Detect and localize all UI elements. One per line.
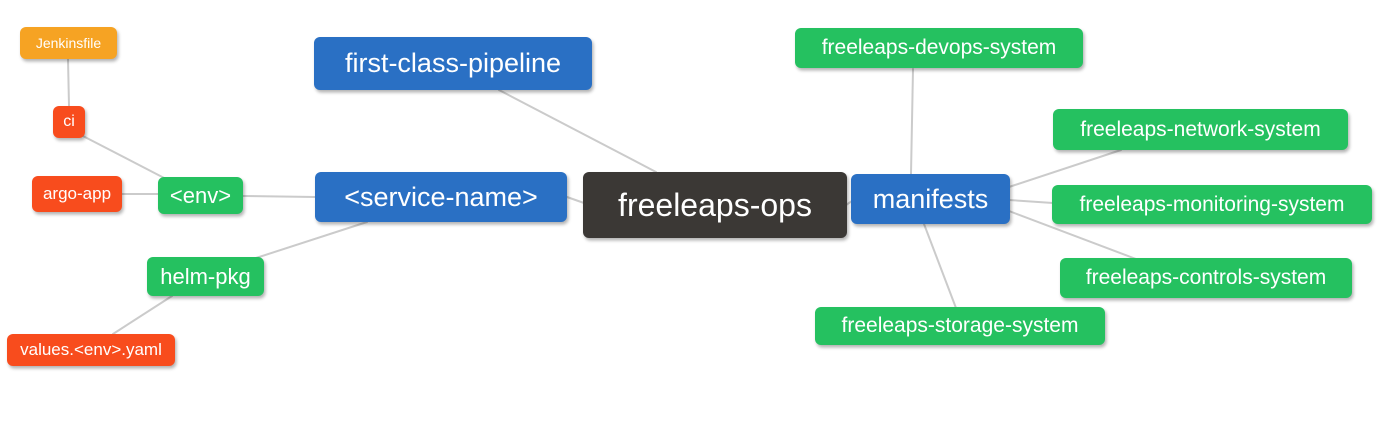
node-ci[interactable]: ci <box>53 106 85 138</box>
edge-manifests-monitoring-system <box>1008 199 1054 204</box>
node-freeleaps-ops[interactable]: freeleaps-ops <box>583 172 847 238</box>
node-freeleaps-devops-system[interactable]: freeleaps-devops-system <box>795 28 1083 68</box>
node-freeleaps-network-system[interactable]: freeleaps-network-system <box>1053 109 1348 150</box>
edge-jenkinsfile-ci <box>67 58 70 107</box>
node-freeleaps-monitoring-system[interactable]: freeleaps-monitoring-system <box>1052 185 1372 224</box>
node-service-name[interactable]: <service-name> <box>315 172 567 222</box>
node-label: freeleaps-devops-system <box>821 36 1057 59</box>
node-label: manifests <box>872 183 989 214</box>
node-label: helm-pkg <box>160 263 251 289</box>
node-argo-app[interactable]: argo-app <box>32 176 122 212</box>
edge-service-name-ops <box>566 196 585 204</box>
node-env[interactable]: <env> <box>158 177 243 214</box>
node-label: ci <box>63 113 75 130</box>
edge-manifests-network-system <box>1008 149 1122 188</box>
edge-manifests-devops-system <box>910 68 914 175</box>
node-label: argo-app <box>42 184 112 203</box>
node-freeleaps-controls-system[interactable]: freeleaps-controls-system <box>1060 258 1352 298</box>
node-label: freeleaps-network-system <box>1080 117 1321 141</box>
edge-first-class-pipeline-ops <box>498 89 657 173</box>
node-values-env-yaml[interactable]: values.<env>.yaml <box>7 334 175 366</box>
edge-helm-pkg-service-name <box>255 221 368 259</box>
node-helm-pkg[interactable]: helm-pkg <box>147 257 264 296</box>
edge-ci-env <box>80 134 169 181</box>
node-label: first-class-pipeline <box>344 48 562 78</box>
node-label: freeleaps-monitoring-system <box>1079 192 1345 216</box>
edge-env-service-name <box>242 195 316 198</box>
node-manifests[interactable]: manifests <box>851 174 1010 224</box>
node-label: freeleaps-storage-system <box>841 314 1079 337</box>
node-label: values.<env>.yaml <box>20 340 162 359</box>
node-label: <service-name> <box>344 181 538 212</box>
edge-values-env-yaml-helm-pkg <box>112 295 173 335</box>
node-label: Jenkinsfile <box>35 35 102 51</box>
node-label: freeleaps-controls-system <box>1085 266 1327 289</box>
node-label: <env> <box>169 182 232 208</box>
node-freeleaps-storage-system[interactable]: freeleaps-storage-system <box>815 307 1105 345</box>
node-label: freeleaps-ops <box>618 186 812 223</box>
edge-manifests-controls-system <box>1008 210 1137 260</box>
node-first-class-pipeline[interactable]: first-class-pipeline <box>314 37 592 90</box>
node-jenkinsfile[interactable]: Jenkinsfile <box>20 27 117 59</box>
edge-manifests-storage-system <box>923 223 957 309</box>
